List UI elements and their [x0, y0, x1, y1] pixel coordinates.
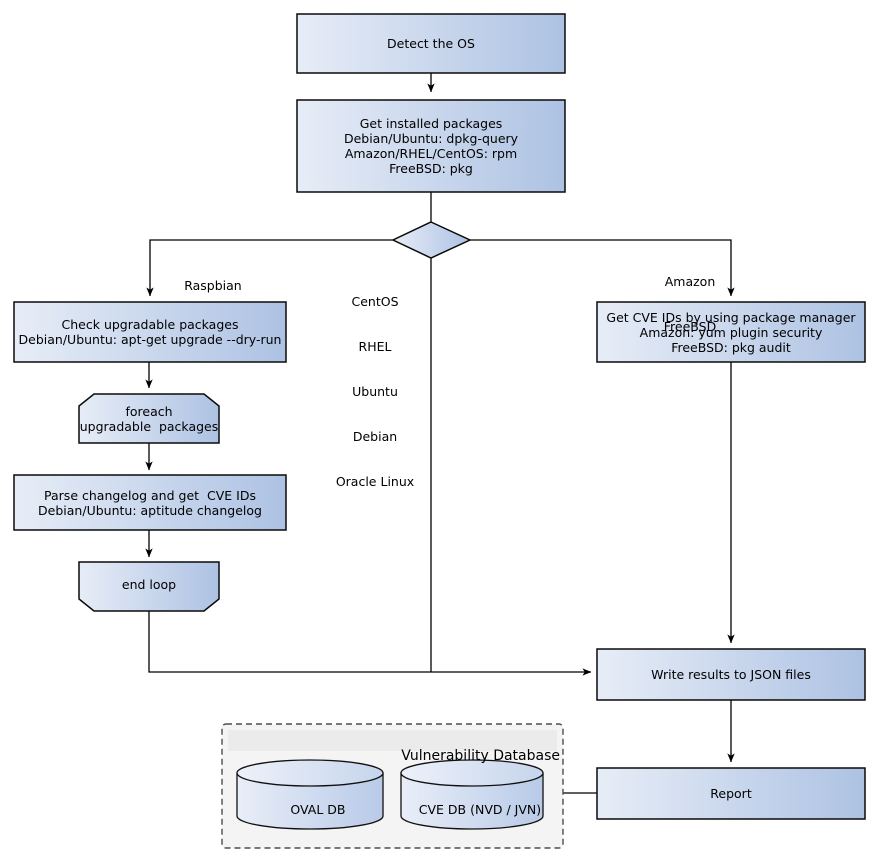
- oval-db-label-text: OVAL DB: [290, 802, 346, 817]
- center-distro-2: RHEL: [358, 339, 392, 354]
- edge-label-raspbian: Raspbian: [150, 263, 260, 308]
- center-distro-5: Oracle Linux: [335, 474, 415, 489]
- edge-label-center-distros: CentOS RHEL Ubuntu Debian Oracle Linux: [320, 264, 430, 519]
- cve-db-label[interactable]: CVE DB (NVD / JVN): [401, 787, 543, 832]
- node-end-loop-shape: [78, 561, 220, 612]
- amazon-freebsd-line-1: Amazon: [664, 274, 716, 289]
- oval-db-cylinder: [236, 759, 384, 830]
- amazon-freebsd-line-2: FreeBSD: [663, 319, 717, 334]
- center-distro-1: CentOS: [351, 294, 399, 309]
- node-detect-os-shape: [296, 13, 566, 74]
- node-decision-shape: [391, 221, 472, 259]
- node-get-installed-packages-shape: [296, 99, 566, 193]
- node-check-upgradable-shape: [13, 301, 287, 363]
- center-distro-4: Debian: [352, 429, 398, 444]
- node-parse-changelog-shape: [13, 474, 287, 531]
- edge-label-amazon-freebsd: Amazon FreeBSD: [635, 244, 745, 364]
- vulnerability-database-title: Vulnerability Database: [228, 731, 560, 782]
- edge-decision-to-amazon: [470, 239, 735, 297]
- edge-endloop-to-write: [148, 611, 592, 676]
- cve-db-cylinder: [400, 759, 544, 830]
- cve-db-label-text: CVE DB (NVD / JVN): [418, 802, 542, 817]
- node-get-cve-ids-shape: [596, 301, 866, 363]
- vulnerability-database-title-text: Vulnerability Database: [401, 748, 560, 764]
- oval-db-label[interactable]: OVAL DB: [237, 787, 383, 832]
- node-write-results-shape: [596, 648, 866, 701]
- center-distro-3: Ubuntu: [352, 384, 398, 399]
- edge-decision-to-raspbian: [146, 239, 393, 297]
- node-foreach-shape: [78, 393, 220, 444]
- node-report-shape: [596, 767, 866, 820]
- raspbian-line-1: Raspbian: [184, 278, 242, 293]
